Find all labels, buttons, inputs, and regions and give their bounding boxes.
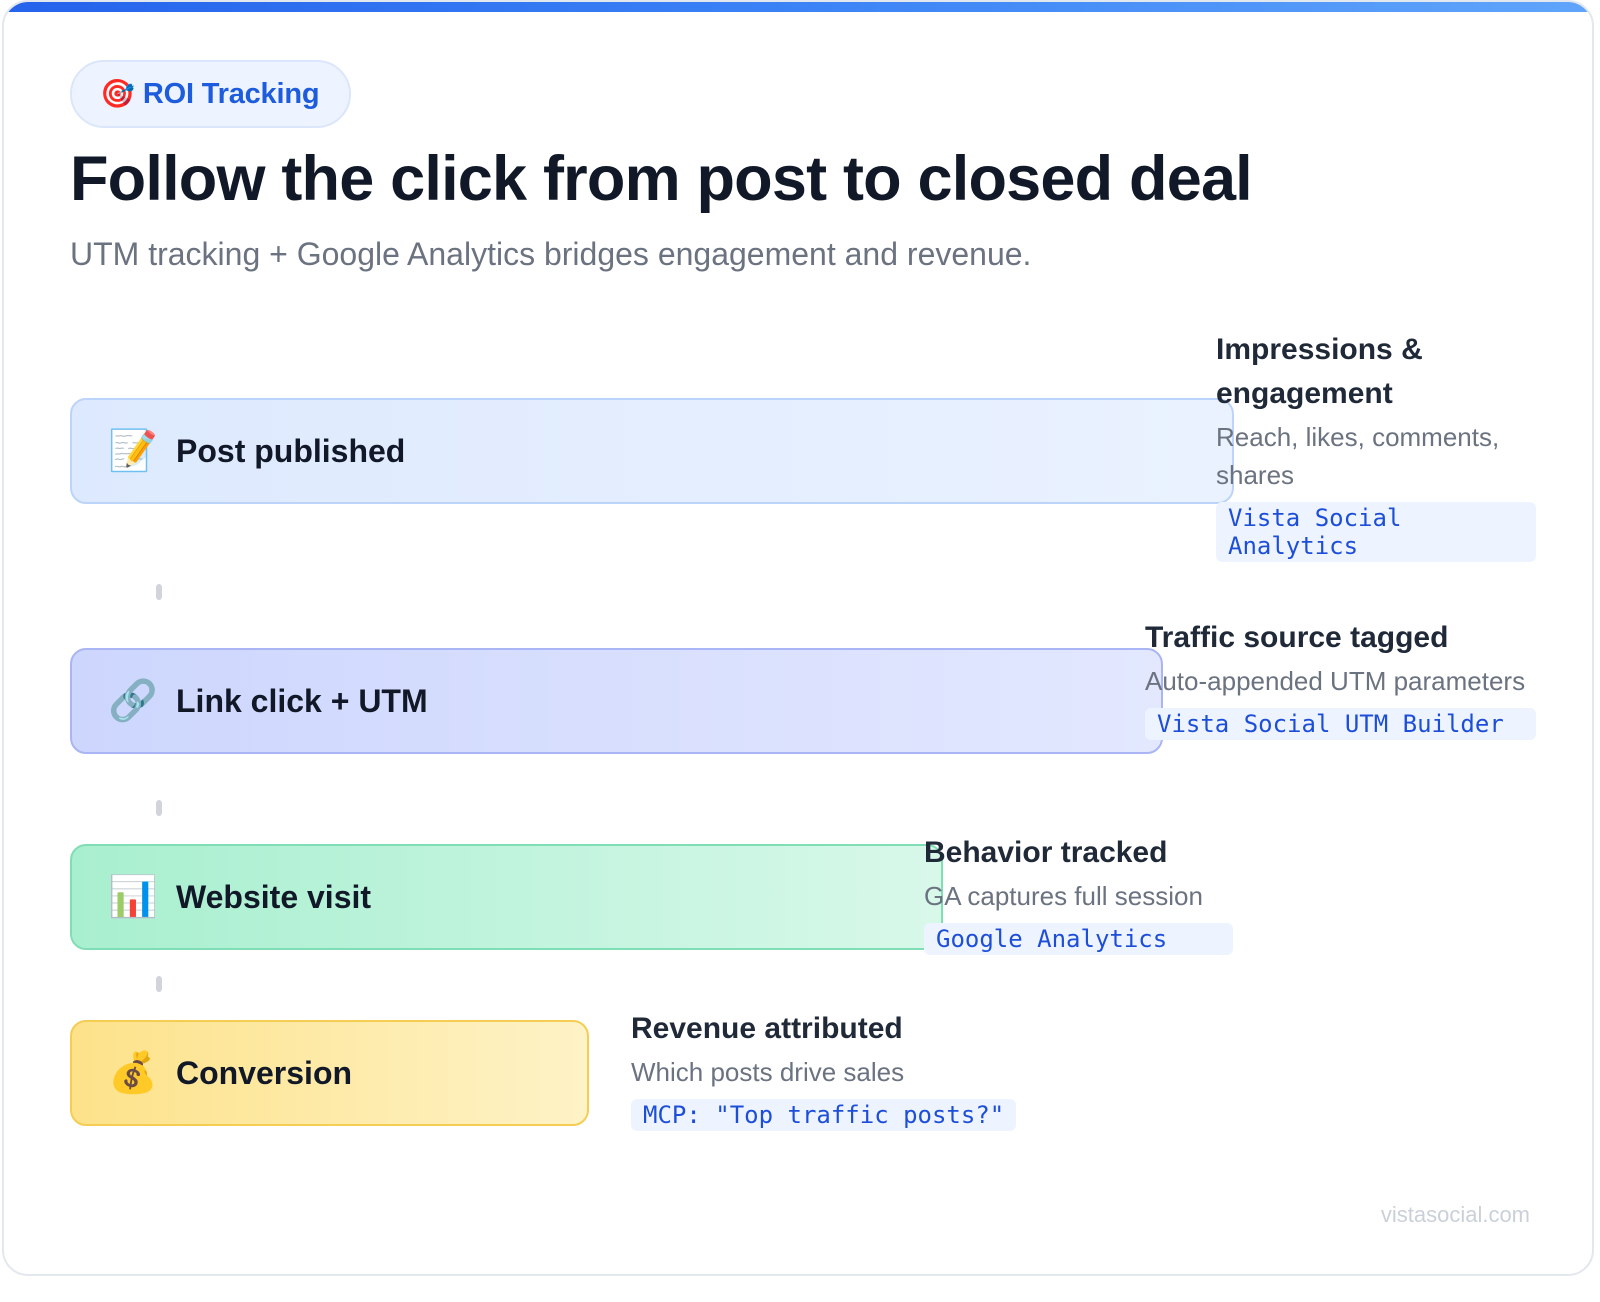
flow-connector — [156, 976, 162, 992]
card-accent-bar — [4, 2, 1592, 12]
stage-label: Post published — [176, 432, 406, 469]
detail-heading: Behavior tracked — [924, 836, 1168, 869]
flow-connector — [156, 584, 162, 600]
stage-detail-traffic-source: Traffic source tagged Auto-appended UTM … — [1145, 616, 1536, 740]
money-bag-icon: 💰 — [108, 1051, 158, 1095]
footer-domain: vistasocial.com — [1380, 1202, 1530, 1227]
stage-post-published: 📝 Post published — [70, 398, 1234, 504]
roi-tracking-badge: 🎯 ROI Tracking — [70, 60, 352, 128]
target-icon: 🎯 — [100, 78, 135, 109]
link-icon: 🔗 — [108, 679, 158, 723]
stage-label: Link click + UTM — [176, 682, 428, 719]
stage-label: Website visit — [176, 878, 372, 915]
stage-detail-behavior: Behavior tracked GA captures full sessio… — [924, 831, 1233, 955]
detail-description: Reach, likes, comments, shares — [1216, 422, 1500, 490]
page-title: Follow the click from post to closed dea… — [70, 144, 1253, 214]
tool-tag: Google Analytics — [924, 923, 1233, 955]
detail-description: Which posts drive sales — [631, 1057, 905, 1087]
badge-label: ROI Tracking — [142, 77, 320, 110]
detail-description: GA captures full session — [924, 881, 1203, 911]
flow-connector — [156, 800, 162, 816]
stage-detail-engagement: Impressions & engagement Reach, likes, c… — [1216, 328, 1536, 562]
tool-tag: Vista Social Analytics — [1216, 502, 1536, 562]
stage-detail-revenue: Revenue attributed Which posts drive sal… — [631, 1007, 1021, 1131]
tool-tag: MCP: "Top traffic posts?" — [631, 1099, 1017, 1131]
tool-tag: Vista Social UTM Builder — [1145, 708, 1536, 740]
detail-heading: Revenue attributed — [631, 1012, 903, 1045]
detail-heading: Impressions & engagement — [1216, 333, 1423, 410]
stage-website-visit: 📊 Website visit — [70, 844, 943, 950]
bar-chart-icon: 📊 — [108, 875, 158, 919]
stage-label: Conversion — [176, 1054, 353, 1091]
memo-icon: 📝 — [108, 429, 158, 473]
roi-tracking-card: 🎯 ROI Tracking Follow the click from pos… — [2, 0, 1594, 1276]
stage-link-click: 🔗 Link click + UTM — [70, 648, 1163, 754]
page-subtitle: UTM tracking + Google Analytics bridges … — [70, 236, 1032, 272]
detail-description: Auto-appended UTM parameters — [1145, 666, 1526, 696]
stage-conversion: 💰 Conversion — [70, 1020, 589, 1126]
detail-heading: Traffic source tagged — [1145, 621, 1449, 654]
